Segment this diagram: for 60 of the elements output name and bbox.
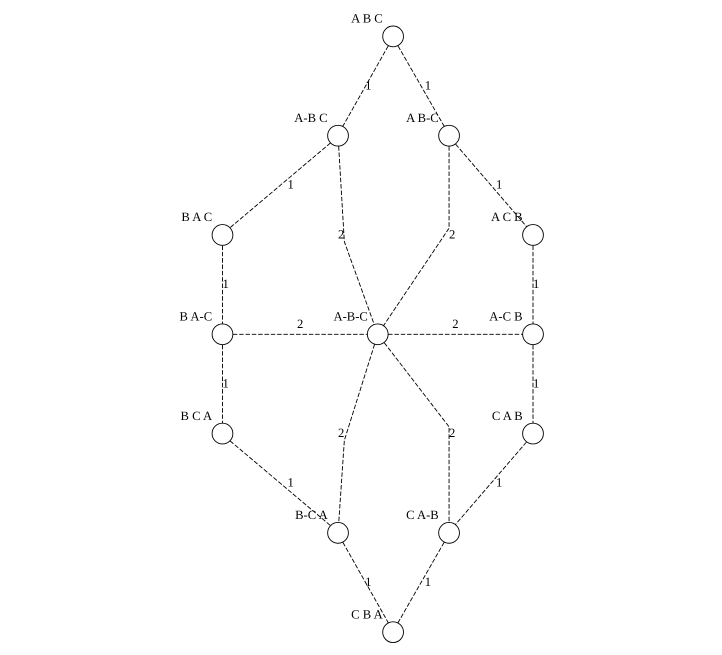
connector — [454, 144, 527, 228]
connector — [229, 440, 330, 526]
node-circle — [211, 422, 233, 444]
edge-label: 2 — [448, 426, 455, 440]
node-label: C B A — [350, 607, 382, 622]
connector — [342, 45, 388, 127]
edge-label: 2 — [296, 317, 303, 332]
node-label: B C A — [180, 408, 212, 423]
node-label: A B C — [350, 12, 382, 26]
connector — [532, 344, 533, 424]
node-label: B A-C — [179, 309, 212, 324]
connector — [382, 146, 450, 326]
node-circle — [382, 621, 404, 643]
node-circle — [382, 26, 404, 48]
node-circle — [211, 224, 233, 246]
node-label: A-C B — [488, 309, 522, 324]
edge-label: 1 — [532, 376, 539, 390]
edge-label: 1 — [286, 476, 294, 490]
node-label: B A C — [180, 210, 212, 224]
connector — [338, 344, 374, 523]
connector — [232, 334, 368, 335]
node-circle — [326, 522, 348, 544]
edge-label: 2 — [338, 426, 344, 440]
edge-label: 2 — [448, 227, 455, 242]
node-label: C A-B — [406, 508, 438, 522]
edge-label: 1 — [532, 276, 539, 291]
edge-label: 1 — [364, 574, 371, 589]
edge-label: 1 — [424, 78, 431, 92]
node-circle — [438, 522, 460, 544]
edge-label: 1 — [222, 376, 228, 390]
node-circle — [211, 323, 233, 346]
edge-label: 2 — [338, 227, 344, 242]
edge-label: 1 — [364, 78, 371, 92]
node-circle — [438, 124, 460, 147]
node-label: C A B — [491, 408, 522, 423]
node-label: B-C A — [294, 508, 328, 522]
node-label: A-B-C — [332, 309, 368, 324]
connector — [532, 245, 533, 324]
edge-label: 1 — [496, 178, 502, 192]
connector — [397, 45, 444, 127]
connector — [383, 342, 450, 523]
node-label: A-B C — [294, 110, 328, 125]
connector — [397, 542, 444, 624]
connector — [229, 142, 330, 228]
node-circle — [326, 124, 348, 147]
edge-label: 1 — [286, 178, 294, 192]
connector — [387, 334, 523, 335]
connector — [338, 146, 374, 325]
node-label: A B-C — [406, 110, 438, 125]
edge-label: 2 — [452, 317, 458, 332]
edge-label: 1 — [496, 476, 502, 490]
node-circle — [522, 422, 544, 444]
connector — [342, 542, 388, 624]
edge-label: 1 — [222, 276, 228, 291]
node-circle — [522, 323, 544, 346]
connector — [454, 442, 526, 526]
node-circle — [522, 224, 544, 246]
edge-label: 1 — [424, 574, 431, 589]
node-circle — [366, 323, 388, 346]
node-label: A C B — [490, 210, 522, 224]
